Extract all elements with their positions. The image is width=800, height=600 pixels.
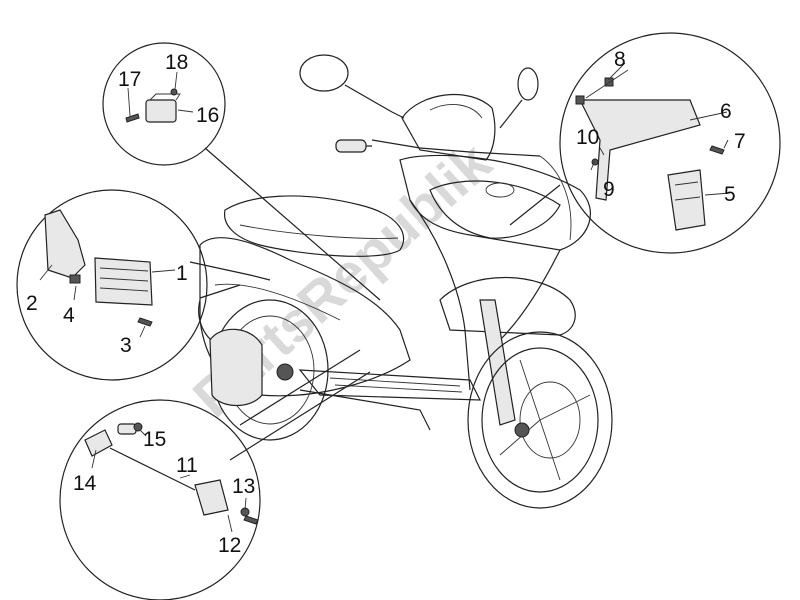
callout-17: 17 bbox=[118, 68, 141, 91]
callout-15: 15 bbox=[143, 428, 166, 451]
control-unit-part-5 bbox=[667, 169, 706, 231]
front-fork bbox=[479, 299, 516, 426]
grommet-part-15 bbox=[133, 422, 143, 432]
detail-circle-16-18 bbox=[102, 42, 381, 301]
callout-7: 7 bbox=[734, 130, 746, 153]
callout-5: 5 bbox=[724, 183, 736, 206]
brake-disc bbox=[519, 381, 581, 459]
support-bracket-part-6 bbox=[579, 99, 701, 201]
callout-10: 10 bbox=[576, 126, 599, 149]
callout-8: 8 bbox=[614, 48, 626, 71]
regulator-part-1 bbox=[94, 257, 153, 306]
switch-part-12 bbox=[194, 479, 229, 516]
screw-part-3 bbox=[137, 317, 153, 327]
front-wheel bbox=[467, 331, 613, 509]
windscreen bbox=[401, 94, 496, 161]
callout-11: 11 bbox=[176, 454, 198, 477]
callout-1: 1 bbox=[176, 262, 188, 285]
bracket-part-2 bbox=[44, 209, 86, 279]
relay-part-16 bbox=[145, 99, 177, 123]
callout-14: 14 bbox=[73, 472, 97, 495]
callout-labels: 1 2 3 4 5 6 7 8 9 10 11 12 13 14 15 16 1… bbox=[26, 48, 746, 557]
connector-part-14 bbox=[84, 429, 113, 457]
callout-16: 16 bbox=[196, 104, 219, 127]
left-mirror bbox=[299, 54, 349, 92]
callout-2: 2 bbox=[26, 292, 38, 315]
scooter-illustration bbox=[198, 54, 613, 509]
callout-12: 12 bbox=[218, 534, 241, 557]
seat bbox=[224, 195, 405, 257]
callout-4: 4 bbox=[63, 304, 75, 327]
muffler bbox=[209, 328, 263, 407]
front-fender bbox=[439, 277, 576, 336]
callout-3: 3 bbox=[120, 334, 132, 357]
detail-circle-5-10 bbox=[509, 32, 781, 254]
callout-9: 9 bbox=[603, 178, 615, 201]
right-mirror bbox=[517, 67, 539, 101]
front-shield bbox=[399, 154, 591, 251]
callout-18: 18 bbox=[165, 51, 188, 74]
screw-part-17 bbox=[125, 113, 140, 123]
clip-part-4 bbox=[69, 274, 81, 284]
floorboard bbox=[298, 369, 481, 401]
detail-circle-1-4 bbox=[16, 189, 271, 381]
callout-6: 6 bbox=[720, 100, 732, 123]
callout-13: 13 bbox=[232, 475, 255, 498]
nut-part-18 bbox=[170, 88, 178, 96]
cable-part-11 bbox=[109, 447, 196, 491]
detail-circle-11-15 bbox=[59, 349, 371, 600]
